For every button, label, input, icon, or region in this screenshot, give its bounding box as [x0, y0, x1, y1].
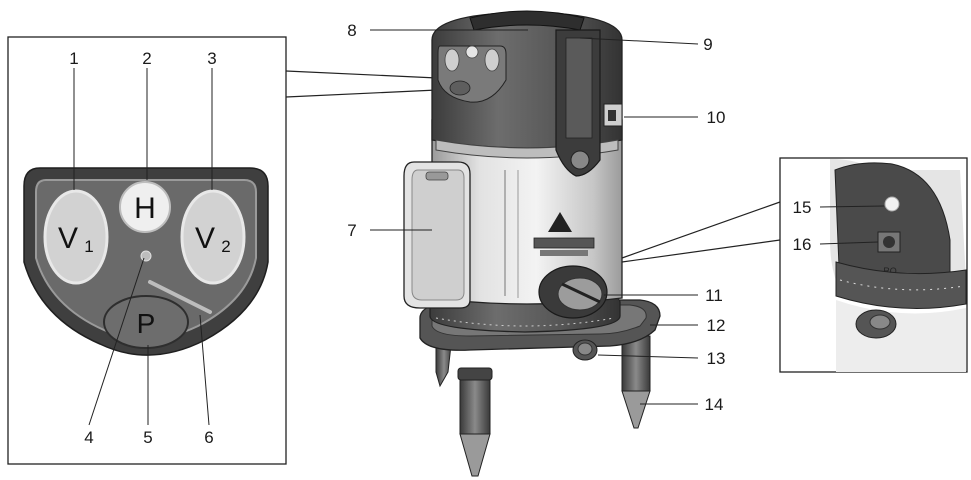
p-button[interactable]: P — [103, 295, 189, 349]
callout-13: 13 — [707, 349, 726, 368]
leader-6 — [199, 314, 210, 426]
socket-hole — [883, 236, 895, 248]
laser-warning-label — [533, 212, 595, 256]
callout-4: 4 — [84, 428, 93, 447]
v1-button-subscript: 1 — [84, 237, 93, 256]
leader-16 — [819, 241, 879, 245]
v1-button-label: V — [58, 222, 78, 255]
callout-15: 15 — [793, 198, 812, 217]
on-off-switch-slider[interactable] — [608, 110, 616, 121]
callout-12: 12 — [707, 316, 726, 335]
callout-14: 14 — [705, 395, 724, 414]
zoom-line-upper — [621, 201, 781, 259]
leveling-knob[interactable] — [538, 265, 608, 319]
callout-5: 5 — [143, 428, 152, 447]
leader-9 — [579, 37, 699, 45]
v1-button[interactable]: V 1 — [43, 189, 109, 285]
callout-9: 9 — [703, 35, 712, 54]
laser-receiver-led — [884, 196, 900, 212]
tripod-leg-right[interactable] — [621, 335, 651, 429]
zoom-line-top — [285, 70, 438, 79]
v2-button-subscript: 2 — [221, 237, 230, 256]
battery-latch[interactable] — [425, 171, 449, 181]
callout-10: 10 — [707, 108, 726, 127]
callout-8: 8 — [347, 21, 356, 40]
detail-dark-panel — [834, 162, 951, 291]
leader-13 — [597, 354, 699, 359]
leader-15 — [819, 205, 885, 208]
callout-3: 3 — [207, 49, 216, 68]
callout-6: 6 — [204, 428, 213, 447]
pendulum-lock-indicator — [148, 280, 212, 314]
rotation-scale-ticks — [435, 317, 615, 327]
callout-16: 16 — [793, 235, 812, 254]
window-screw — [570, 150, 590, 170]
h-button[interactable]: H — [119, 181, 171, 233]
fine-adjust-knob[interactable] — [572, 339, 598, 361]
v2-button[interactable]: V 2 — [180, 189, 246, 285]
laser-window-glass — [565, 37, 593, 139]
callout-2: 2 — [142, 49, 151, 68]
zoom-line-lower — [621, 239, 781, 263]
keypad-inset: V 1 H V 2 P 1 2 3 4 5 — [7, 36, 438, 465]
tripod-leg-front-left — [457, 367, 493, 477]
power-indicator-led — [140, 250, 152, 262]
h-button-label: H — [134, 192, 156, 225]
detail-knob-cap — [869, 314, 891, 330]
callout-7: 7 — [347, 221, 356, 240]
socket-marking: RO — [883, 266, 897, 276]
detail-scale-ring — [835, 261, 967, 309]
leader-4 — [88, 257, 145, 426]
p-button-label: P — [137, 308, 156, 339]
device-keypad[interactable] — [437, 45, 507, 103]
callout-1: 1 — [69, 49, 78, 68]
detail-inset: RO 15 16 — [621, 157, 968, 373]
battery-compartment[interactable] — [403, 161, 471, 309]
zoom-line-bottom — [285, 89, 438, 98]
callout-11: 11 — [705, 286, 723, 305]
v2-button-label: V — [195, 222, 215, 255]
laser-level-device — [403, 10, 661, 477]
